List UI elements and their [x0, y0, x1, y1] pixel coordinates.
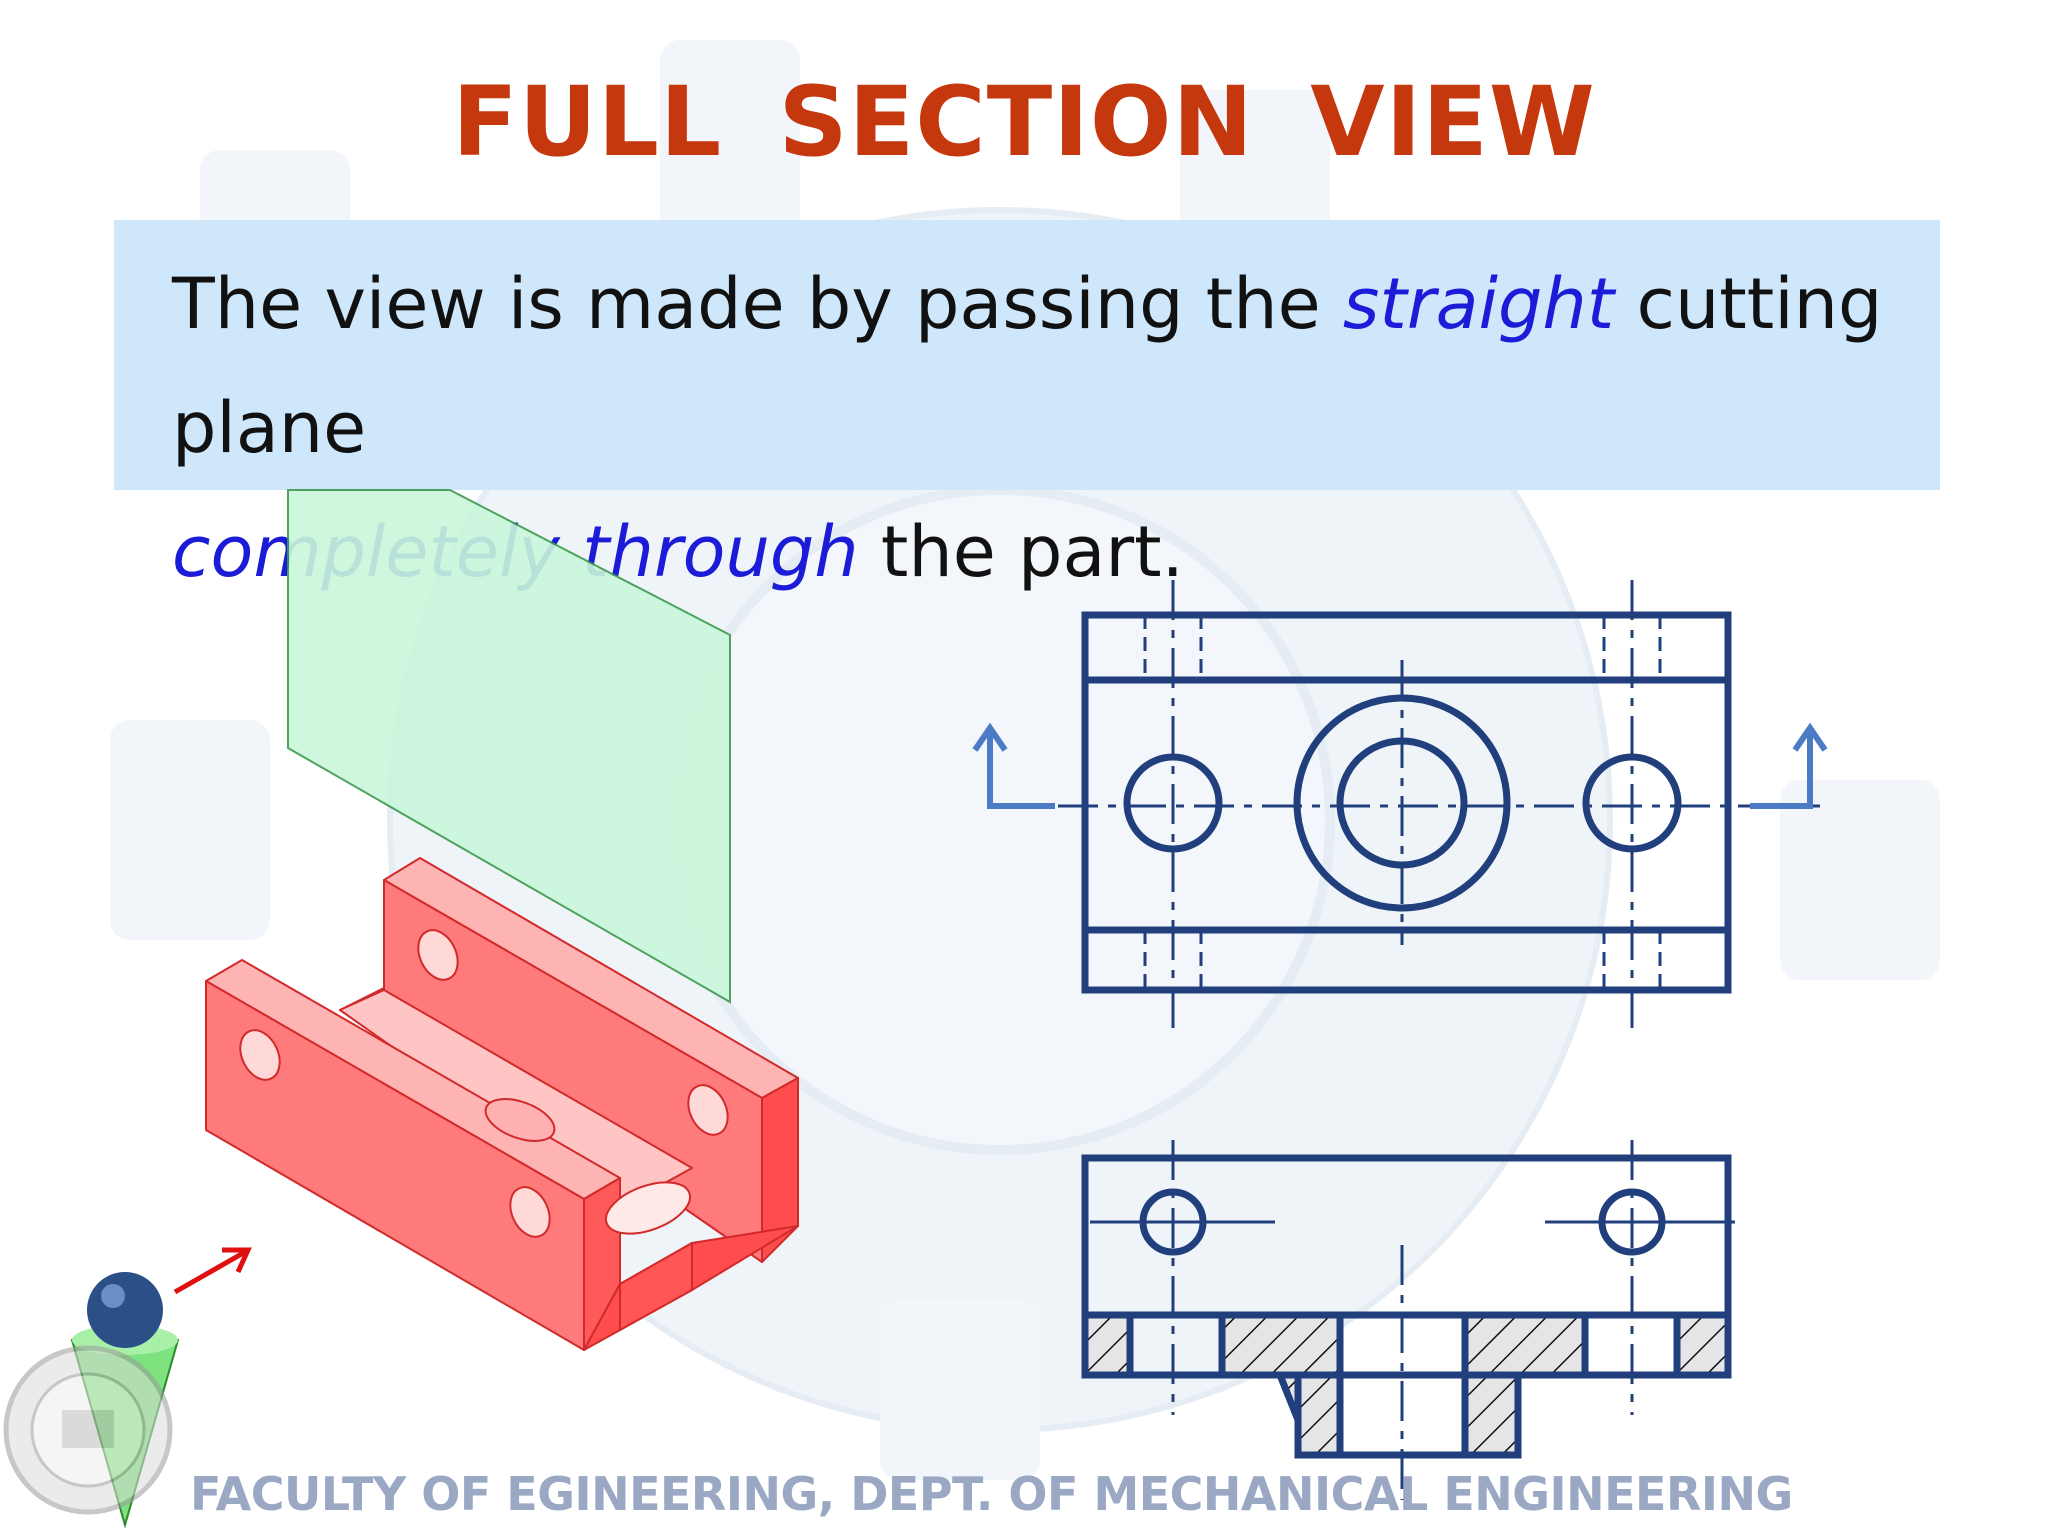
- slide-title: FULL SECTION VIEW: [452, 66, 1596, 178]
- top-view: [972, 580, 1828, 1028]
- cutting-plane: [287, 489, 731, 1004]
- faculty-seal-icon: [3, 1345, 173, 1515]
- description-box: The view is made by passing the straight…: [114, 220, 1940, 593]
- description-emphasis-straight: straight: [1342, 263, 1615, 345]
- isometric-part: [205, 857, 799, 1351]
- view-direction-arrow-icon: [173, 1247, 252, 1295]
- footer-department: FACULTY OF EGINEERING, DEPT. OF MECHANIC…: [190, 1467, 1793, 1521]
- section-view: [1081, 1140, 1735, 1500]
- description-text-2: cutting plane: [172, 263, 1883, 469]
- description-text-3: the part.: [858, 511, 1184, 593]
- description-line-1: The view is made by passing the straight…: [172, 242, 1940, 490]
- description-text-1: The view is made by passing the: [172, 263, 1343, 345]
